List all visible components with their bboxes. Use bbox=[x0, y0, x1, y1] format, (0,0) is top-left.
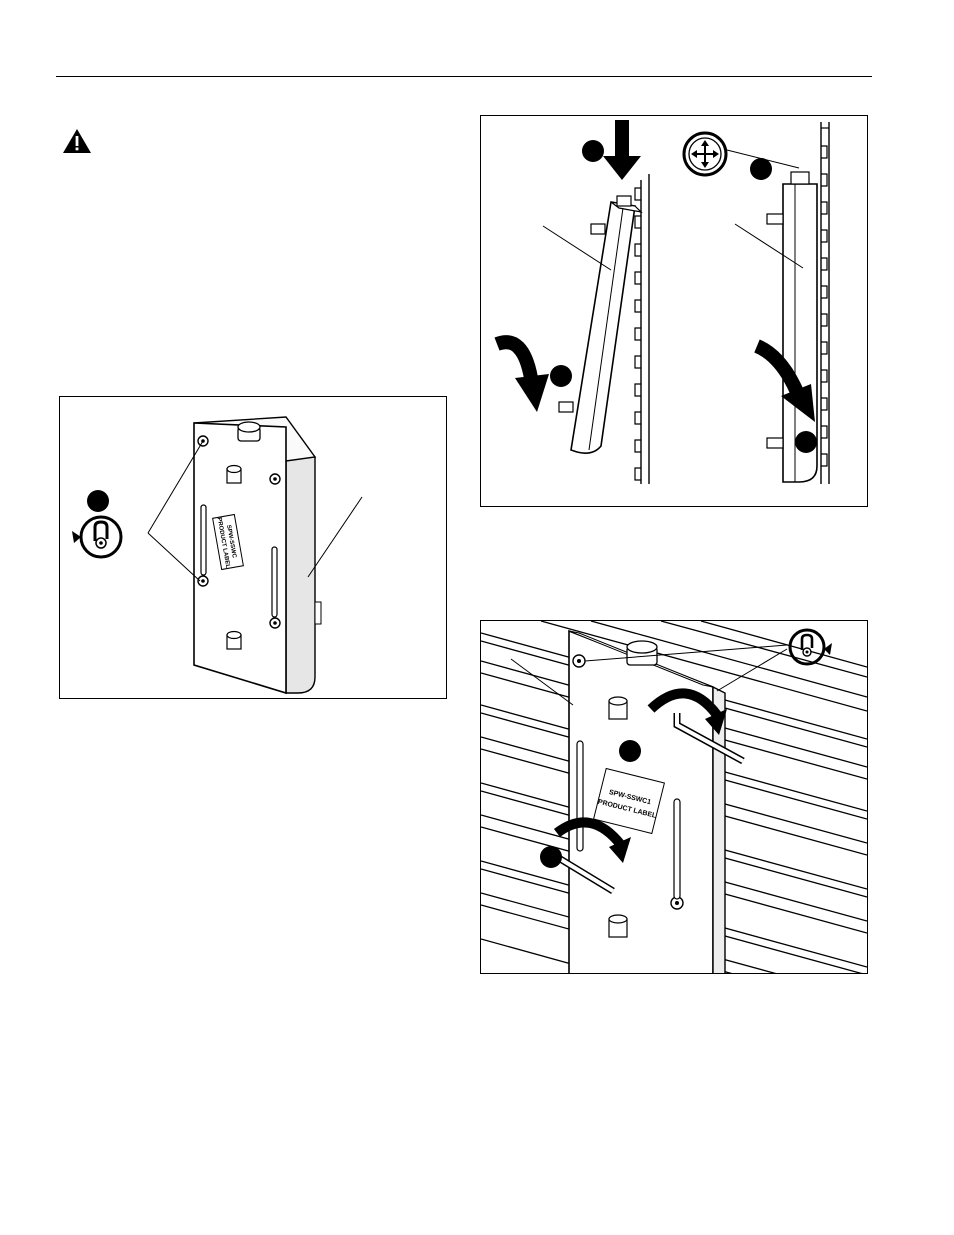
screw-top-right bbox=[270, 474, 280, 484]
callout-dot-2 bbox=[582, 140, 604, 162]
header-rule bbox=[56, 76, 872, 77]
figure-wall-tighten: SPW-SSWC1 PRODUCT LABEL bbox=[480, 620, 868, 974]
stud-upper bbox=[227, 466, 241, 484]
callout-dot-1 bbox=[87, 490, 109, 512]
bracket-bottom-illustration: SPW-SSWC PRODUCT LABEL bbox=[60, 397, 446, 698]
callout-dot-5 bbox=[795, 431, 817, 453]
down-arrow-icon bbox=[603, 120, 641, 180]
curved-arrow-icon bbox=[497, 342, 549, 412]
callout-dot-6 bbox=[619, 740, 641, 762]
top-bolt bbox=[627, 641, 657, 665]
callout-dot-7 bbox=[540, 846, 562, 868]
screw-bottom-right bbox=[270, 618, 280, 628]
warning-icon bbox=[62, 128, 92, 154]
figure-wall-slide bbox=[480, 115, 868, 507]
stud-lower bbox=[227, 632, 241, 650]
wall-tighten-illustration: SPW-SSWC1 PRODUCT LABEL bbox=[481, 621, 867, 973]
figure-bracket-bottom: SPW-SSWC PRODUCT LABEL bbox=[59, 396, 447, 699]
callout-dot-3 bbox=[750, 158, 772, 180]
tighten-rotate-icon bbox=[72, 517, 121, 557]
move-cross-icon bbox=[684, 133, 726, 175]
callout-dot-4 bbox=[550, 365, 572, 387]
wall-slide-illustration bbox=[481, 116, 867, 506]
